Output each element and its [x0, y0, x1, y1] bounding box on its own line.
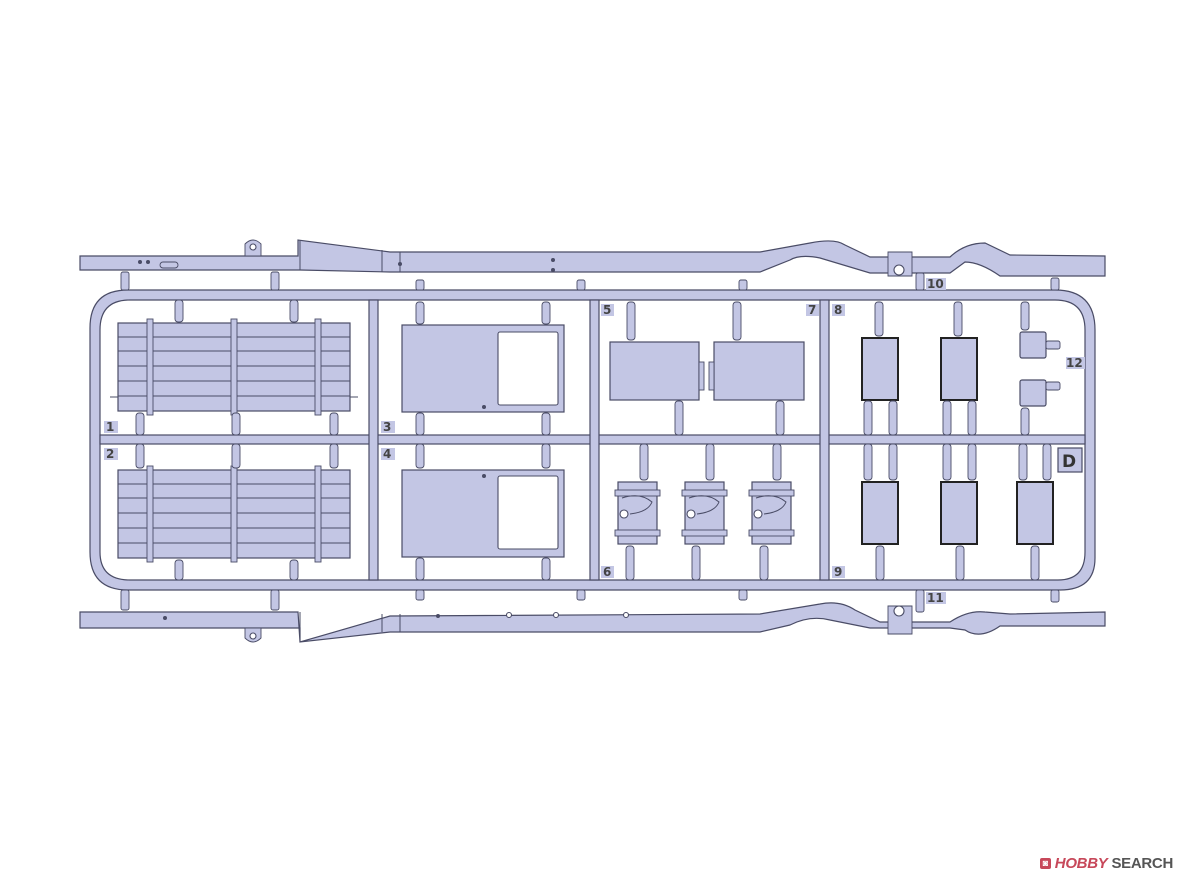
svg-text:4: 4: [383, 447, 391, 461]
part-label-11: 11: [926, 591, 946, 605]
part-7-plate: [708, 341, 805, 401]
svg-text:7: 7: [808, 303, 816, 317]
svg-text:10: 10: [927, 277, 944, 291]
part-label-3: 3: [381, 420, 395, 434]
svg-text:6: 6: [603, 565, 611, 579]
svg-text:D: D: [1062, 452, 1076, 472]
watermark-text: SEARCH: [1111, 855, 1173, 872]
svg-text:11: 11: [927, 591, 944, 605]
part-label-12: 12: [1066, 356, 1085, 370]
runner-frame: [89, 271, 1096, 613]
upper-chassis-rail: [79, 239, 1106, 277]
part-6-chain-brackets: [614, 443, 795, 581]
part-5-plate: [609, 341, 705, 401]
svg-text:12: 12: [1066, 356, 1083, 370]
svg-text:9: 9: [834, 565, 842, 579]
parts-3-4-gates: [415, 301, 551, 581]
part-label-7: 7: [806, 303, 819, 317]
watermark: ◙ HOBBY SEARCH: [1039, 855, 1173, 872]
hobby-search-logo-icon: ◙: [1039, 858, 1051, 869]
svg-text:1: 1: [106, 420, 114, 434]
part-1-deck-panel: [110, 318, 358, 416]
part-4-window-panel: [401, 469, 565, 558]
lower-chassis-rail: [79, 602, 1106, 643]
svg-text:5: 5: [603, 303, 611, 317]
part-label-4: 4: [381, 447, 395, 461]
part-label-9: 9: [832, 565, 845, 579]
svg-text:8: 8: [834, 303, 842, 317]
svg-text:2: 2: [106, 447, 114, 461]
part-label-6: 6: [601, 565, 614, 579]
part-9-boxes: [861, 443, 1054, 581]
part-2-deck-panel: [117, 465, 351, 563]
svg-text:3: 3: [383, 420, 391, 434]
part-label-1: 1: [104, 420, 118, 434]
watermark-brand: HOBBY: [1054, 855, 1108, 872]
parts-1-2-gates: [135, 299, 339, 581]
part-label-2: 2: [104, 447, 118, 461]
part-8-boxes: [861, 301, 978, 436]
part-3-window-panel: [401, 324, 565, 413]
part-label-5: 5: [601, 303, 614, 317]
part-label-10: 10: [926, 277, 946, 291]
sprue-letter-tab: D: [1057, 447, 1083, 473]
part-labels: 1 2 3 4 5 6 7 8 9 10 11 12 D: [104, 277, 1085, 605]
part-12-blocks: [1019, 301, 1061, 436]
part-label-8: 8: [832, 303, 845, 317]
parts-5-7-gates: [626, 301, 785, 436]
